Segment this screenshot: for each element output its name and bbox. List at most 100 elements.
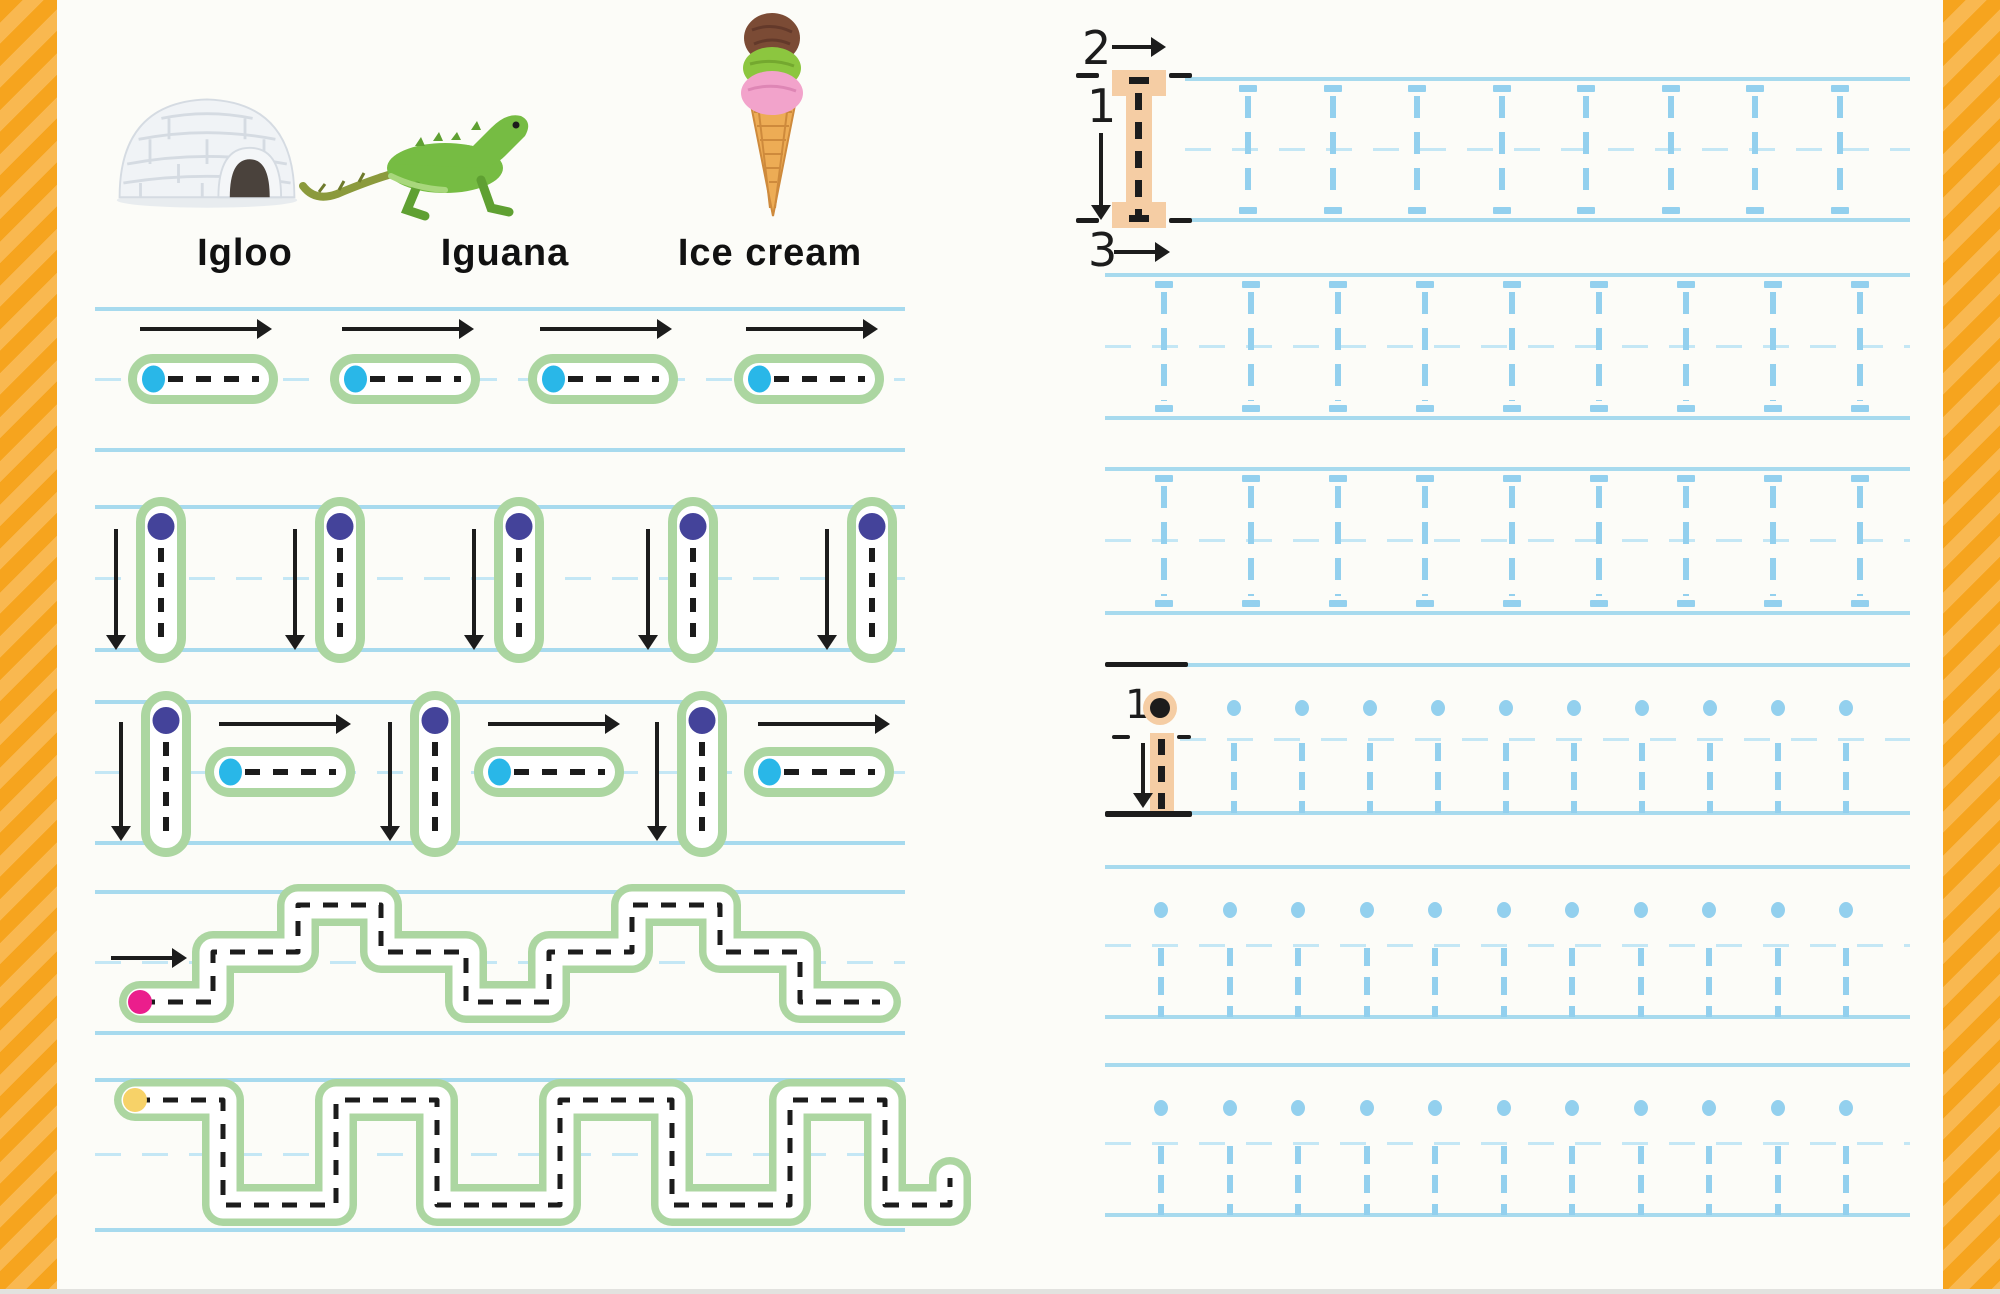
- guide-line-bottom: [95, 448, 905, 452]
- letter-dot: [1839, 1100, 1853, 1116]
- letter-bottom-tick: [1764, 405, 1782, 412]
- trace-capsule-vertical: [847, 497, 897, 663]
- practice-letter-uppercase-I: [1588, 475, 1610, 607]
- letter-top-tick: [1746, 85, 1764, 92]
- letter-bottom-tick: [1851, 405, 1869, 412]
- practice-letter-uppercase-I: [1849, 281, 1871, 412]
- trace-dashes: [514, 769, 605, 775]
- letter-stem-dashes: [1638, 1146, 1644, 1215]
- letter-stem-dashes: [1770, 292, 1776, 401]
- trace-row-wave-path[interactable]: [95, 1078, 971, 1232]
- letter-bottom-tick: [1677, 405, 1695, 412]
- letter-stem-dashes: [1683, 486, 1689, 596]
- start-dot: [748, 365, 771, 393]
- letter-stem-dashes: [1837, 96, 1843, 203]
- start-dot: [542, 365, 565, 393]
- letter-dot: [1499, 700, 1513, 716]
- letter-top-tick: [1577, 85, 1595, 92]
- letter-top-tick: [1851, 281, 1869, 288]
- letter-stem-dashes: [1295, 1146, 1301, 1215]
- practice-letter-uppercase-I: [1327, 475, 1349, 607]
- baseline-black-segment: [1105, 811, 1192, 817]
- practice-letter-uppercase-I: [1237, 85, 1259, 214]
- trace-dashes: [337, 548, 343, 642]
- practice-row-uppercase-3[interactable]: [1105, 467, 1910, 615]
- letter-top-tick: [1329, 281, 1347, 288]
- practice-letter-lowercase-i: [1634, 663, 1650, 815]
- letter-top-tick: [1831, 85, 1849, 92]
- letter-dot: [1223, 902, 1237, 918]
- practice-letter-lowercase-i: [1770, 1063, 1786, 1217]
- letter-stem-dashes: [1227, 948, 1233, 1017]
- guide-line-top: [95, 307, 905, 311]
- guide-line-top: [1105, 1063, 1910, 1067]
- guide-line-bottom: [95, 1031, 905, 1035]
- trace-capsule-horizontal: [128, 354, 278, 404]
- trace-arrow-down: [817, 529, 837, 650]
- practice-row-lowercase-1[interactable]: 1: [1105, 662, 1910, 817]
- letter-dot: [1702, 1100, 1716, 1116]
- letter-stem-dashes: [1245, 96, 1251, 203]
- left-border-stripe: [0, 0, 57, 1294]
- letter-bottom-tick: [1493, 207, 1511, 214]
- bottom-line-tick-right: [1169, 218, 1192, 223]
- practice-letter-lowercase-i: [1564, 865, 1580, 1019]
- letter-top-tick: [1155, 281, 1173, 288]
- letter-dot: [1360, 902, 1374, 918]
- letter-bottom-tick: [1662, 207, 1680, 214]
- example-i-stem-dashes: [1158, 739, 1165, 811]
- letter-dot: [1428, 902, 1442, 918]
- letter-stem-dashes: [1569, 1146, 1575, 1215]
- trace-capsule-vertical: [494, 497, 544, 663]
- stroke-arrow-bottom: [1114, 242, 1170, 262]
- start-dot: [421, 707, 449, 734]
- practice-row-lowercase-3[interactable]: [1105, 1063, 1910, 1217]
- practice-letter-lowercase-i: [1153, 865, 1169, 1019]
- practice-letter-lowercase-i: [1153, 1063, 1169, 1217]
- practice-row-uppercase-2[interactable]: [1105, 273, 1910, 420]
- letter-stem-dashes: [1501, 948, 1507, 1017]
- practice-row-lowercase-2[interactable]: [1105, 865, 1910, 1019]
- practice-letter-lowercase-i: [1633, 865, 1649, 1019]
- practice-letter-lowercase-i: [1633, 1063, 1649, 1217]
- practice-letter-uppercase-I: [1501, 281, 1523, 412]
- guide-line-bottom: [1105, 416, 1910, 420]
- practice-letter-lowercase-i: [1702, 663, 1718, 815]
- example-letter-lowercase-i: 1: [1105, 662, 1305, 817]
- trace-row-step-path[interactable]: [95, 884, 905, 1035]
- letter-stem-dashes: [1843, 1146, 1849, 1215]
- guide-line-top: [95, 700, 905, 704]
- letter-bottom-tick: [1590, 600, 1608, 607]
- practice-letter-lowercase-i: [1222, 865, 1238, 1019]
- trace-dashes: [784, 769, 875, 775]
- guide-line-bottom: [1105, 611, 1910, 615]
- trace-row-vertical-strokes[interactable]: [95, 497, 905, 663]
- wave-path-start-dot: [123, 1088, 147, 1112]
- top-line-tick-left: [1076, 73, 1099, 78]
- letter-bottom-tick: [1242, 405, 1260, 412]
- letter-stem-dashes: [1364, 948, 1370, 1017]
- letter-bottom-tick: [1677, 600, 1695, 607]
- trace-row-horizontal-strokes[interactable]: [95, 307, 905, 452]
- letter-top-tick: [1324, 85, 1342, 92]
- guide-line-middle: [1105, 1142, 1910, 1145]
- trace-row-combined-strokes[interactable]: [95, 691, 905, 857]
- practice-letter-uppercase-I: [1588, 281, 1610, 412]
- guide-line-top: [1185, 77, 1910, 81]
- letter-dot: [1703, 700, 1717, 716]
- practice-row-uppercase-1[interactable]: [1105, 77, 1910, 222]
- letter-stem-dashes: [1295, 948, 1301, 1017]
- bottom-edge-strip: [0, 1289, 2000, 1294]
- guide-line-middle: [1105, 539, 1910, 542]
- practice-letter-lowercase-i: [1430, 663, 1446, 815]
- letter-dot: [1428, 1100, 1442, 1116]
- letter-dot: [1702, 902, 1716, 918]
- letter-dot: [1771, 902, 1785, 918]
- start-dot: [142, 365, 165, 393]
- letter-stem-dashes: [1161, 292, 1167, 401]
- letter-stem-dashes: [1435, 743, 1441, 813]
- practice-letter-uppercase-I: [1153, 281, 1175, 412]
- letter-stem-dashes: [1503, 743, 1509, 813]
- letter-dot: [1154, 1100, 1168, 1116]
